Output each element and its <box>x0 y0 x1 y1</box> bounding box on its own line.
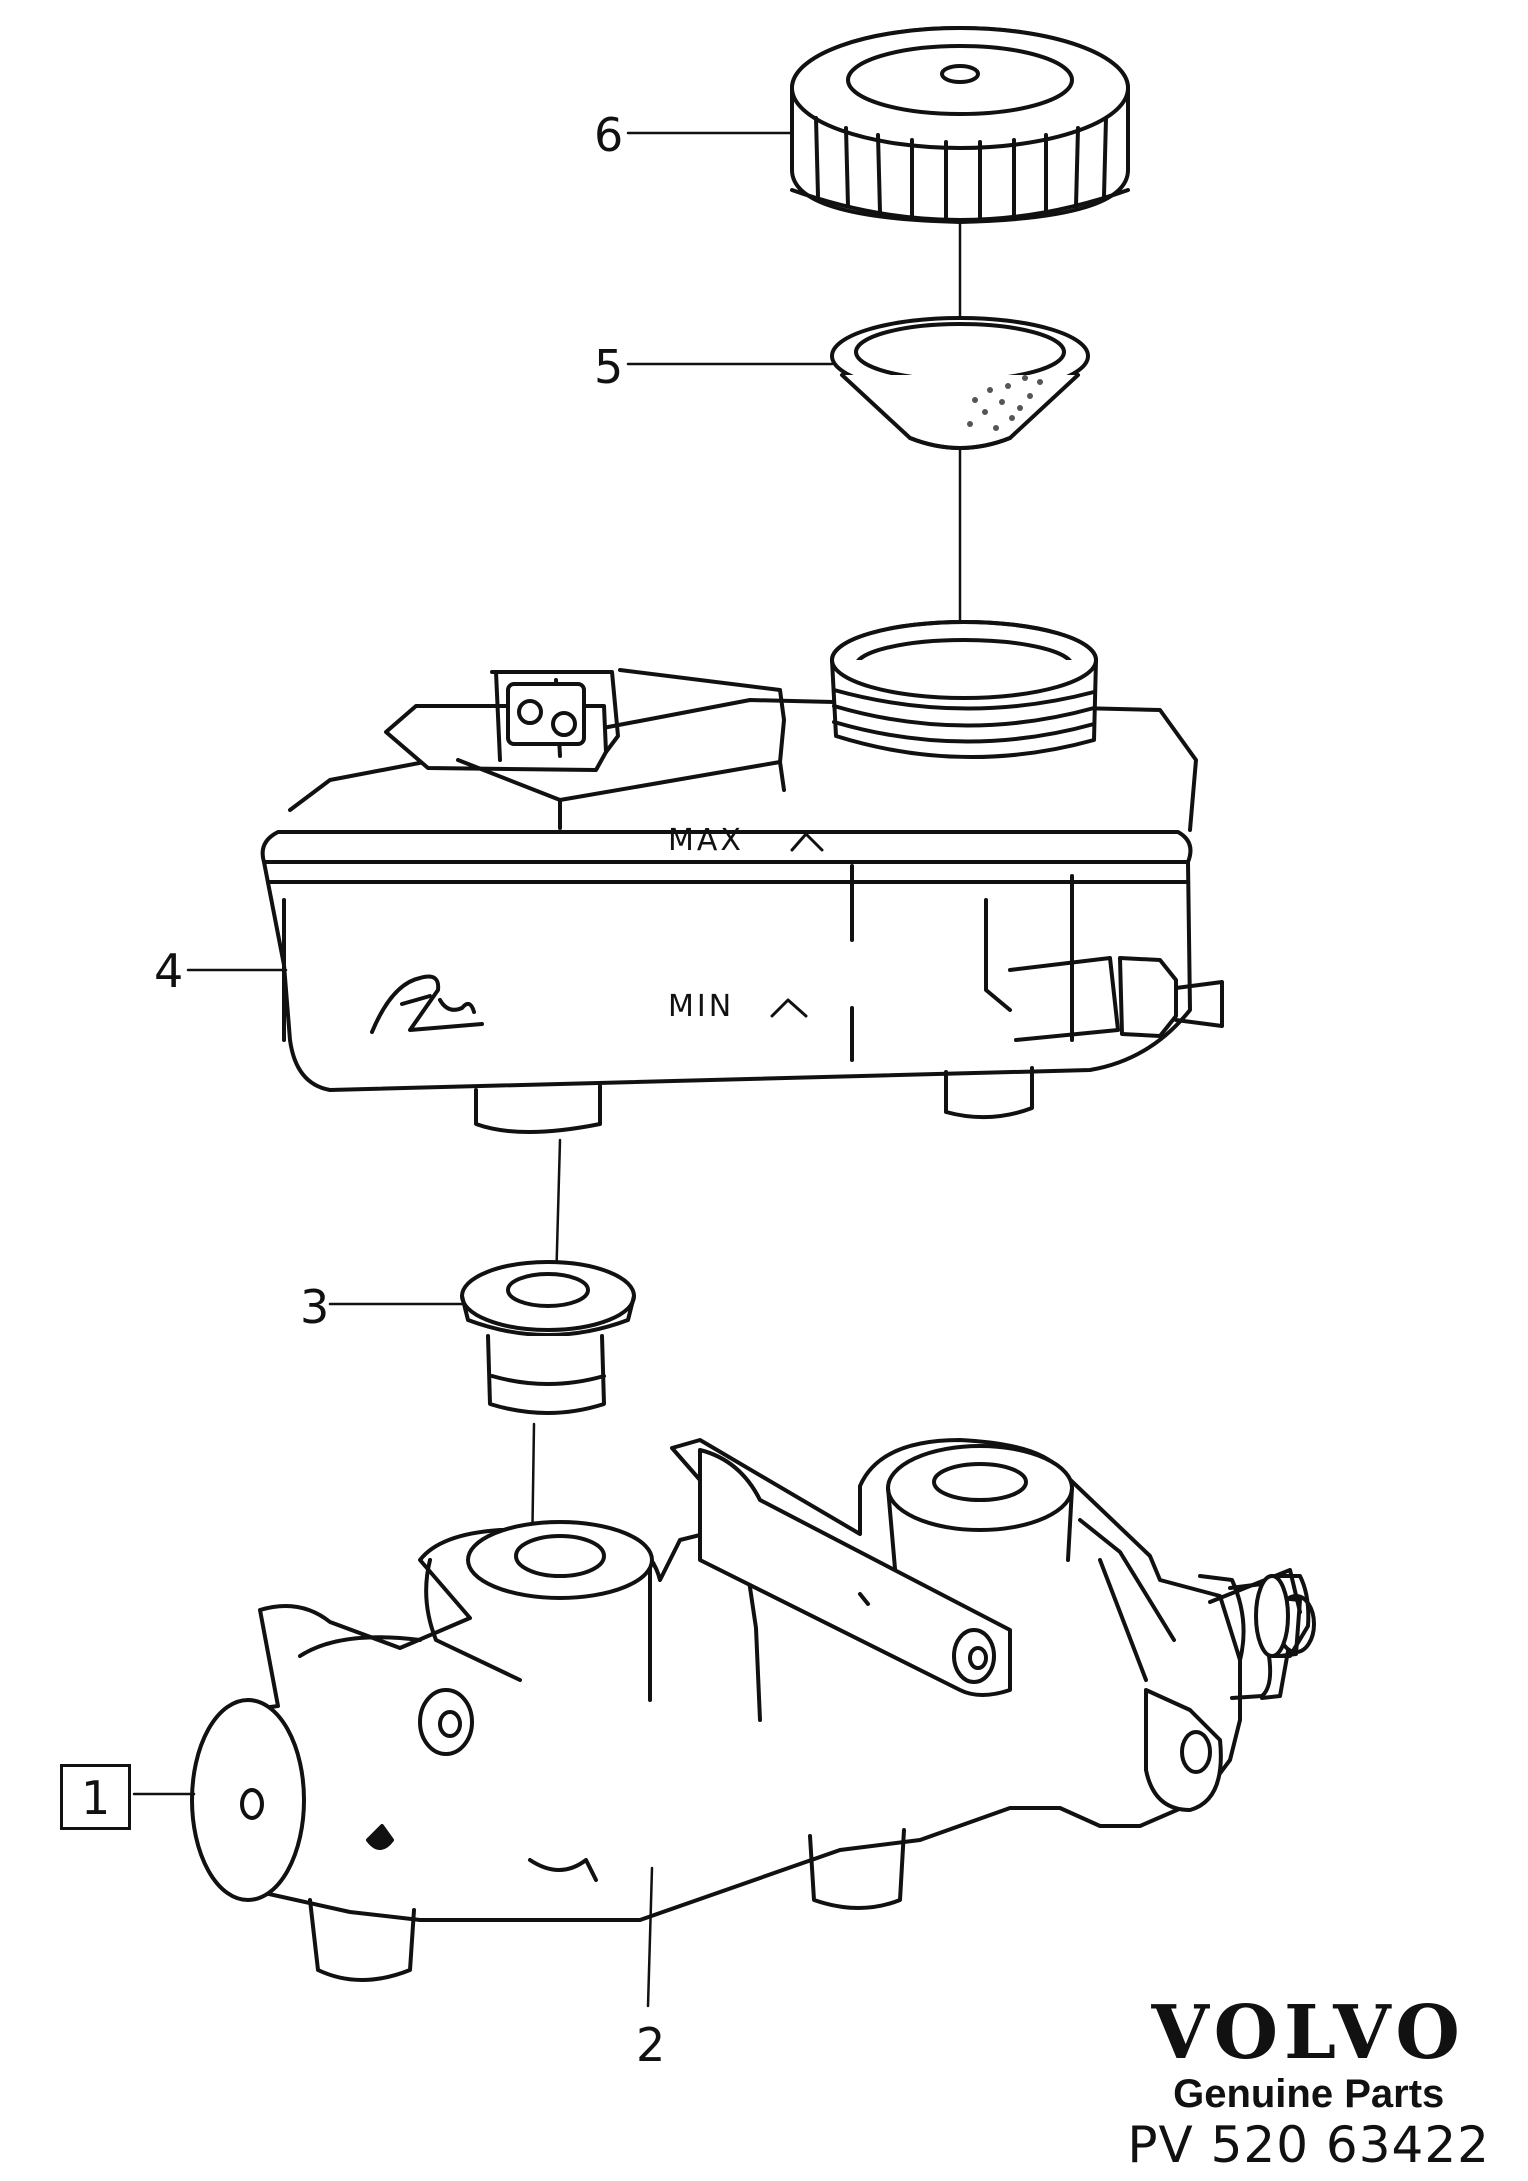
callout-3: 3 <box>300 1280 330 1334</box>
leader-line-2 <box>646 1866 654 2008</box>
reservoir-max-mark: MAX <box>668 823 744 858</box>
callout-5: 5 <box>594 340 624 394</box>
grommet <box>460 1260 636 1415</box>
brand-block: VOLVO Genuine Parts PV 520 63422 <box>1127 1996 1490 2173</box>
master-cylinder <box>190 1438 1316 1982</box>
callout-1-boxed: 1 <box>60 1764 132 1830</box>
callout-4: 4 <box>154 944 184 998</box>
reservoir-min-mark: MIN <box>668 989 734 1024</box>
volvo-logo: VOLVO <box>1151 1990 1466 2076</box>
part-code: PV 520 63422 <box>1127 2116 1490 2174</box>
brand-tagline: Genuine Parts <box>1173 2072 1445 2116</box>
callout-6: 6 <box>594 108 624 162</box>
max-level-arrow-icon <box>790 832 824 852</box>
min-level-arrow-icon <box>770 998 808 1018</box>
reservoir-cap <box>790 26 1130 224</box>
fluid-reservoir <box>260 620 1224 1134</box>
callout-2: 2 <box>636 2018 666 2072</box>
strainer <box>830 316 1090 450</box>
